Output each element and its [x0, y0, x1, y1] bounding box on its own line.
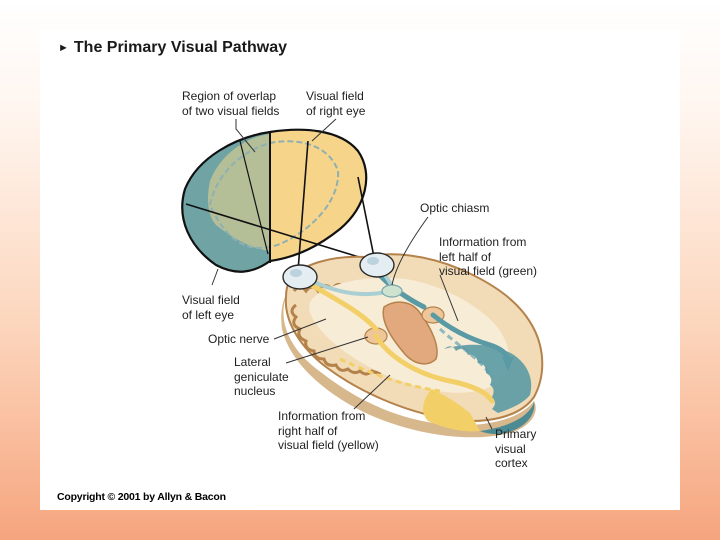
brain-slice-group [281, 253, 544, 438]
copyright-notice: Copyright © 2001 by Allyn & Bacon [57, 491, 226, 503]
right-eye-sightline-2 [239, 140, 269, 255]
triangle-bullet-icon: ► [58, 42, 69, 54]
left-eye-sightline-2 [297, 140, 309, 272]
left-eye-iris [290, 269, 302, 277]
right-eye-sightline-1 [357, 176, 375, 258]
primary-visual-cortex-teal-lower [480, 401, 535, 434]
leader-lgn [285, 336, 369, 364]
leader-primary-cortex [485, 416, 493, 430]
right-eye-visual-field [270, 129, 367, 261]
leader-left-eye-field [211, 268, 219, 286]
primary-visual-cortex-yellow [423, 389, 480, 432]
leader-overlap [235, 119, 256, 153]
label-overlap-region: Region of overlap of two visual fields [182, 89, 280, 118]
brain-slice-edge [281, 291, 536, 438]
leader-lines [211, 118, 493, 430]
overlap-region [208, 134, 270, 251]
leader-optic-chiasm [391, 216, 429, 286]
visual-field-group [181, 128, 375, 273]
label-info-left-half: Information from left half of visual fie… [439, 235, 538, 278]
right-eye-iris [367, 257, 379, 265]
left-eye-sightline-1 [185, 203, 373, 262]
leader-optic-nerve [273, 318, 327, 340]
leader-info-left [439, 274, 459, 322]
label-right-eye-field: Visual field of right eye [306, 89, 366, 118]
leader-info-right [353, 374, 391, 410]
leader-right-eye-field [311, 118, 337, 142]
slide-panel: ► The Primary Visual Pathway Region of ov… [40, 29, 680, 510]
midbrain-structure [382, 301, 438, 365]
label-optic-nerve: Optic nerve [208, 332, 270, 346]
label-primary-visual-cortex: Primary visual cortex [495, 427, 537, 470]
label-left-eye-field: Visual field of left eye [182, 293, 240, 322]
left-eye [282, 264, 318, 290]
optic-chiasm [381, 284, 403, 298]
slide-title: ► The Primary Visual Pathway [58, 39, 287, 57]
primary-visual-cortex-teal [444, 344, 532, 413]
label-info-right-half: Information from right half of visual fi… [278, 409, 379, 452]
eyes-group [282, 252, 395, 290]
visual-pathway-diagram [181, 118, 544, 438]
label-lateral-geniculate-nucleus: Lateral geniculate nucleus [234, 355, 289, 398]
label-optic-chiasm: Optic chiasm [420, 201, 490, 215]
slide-title-text: The Primary Visual Pathway [73, 39, 288, 56]
right-eye [359, 252, 395, 278]
overlap-dashed-boundary [209, 140, 340, 249]
